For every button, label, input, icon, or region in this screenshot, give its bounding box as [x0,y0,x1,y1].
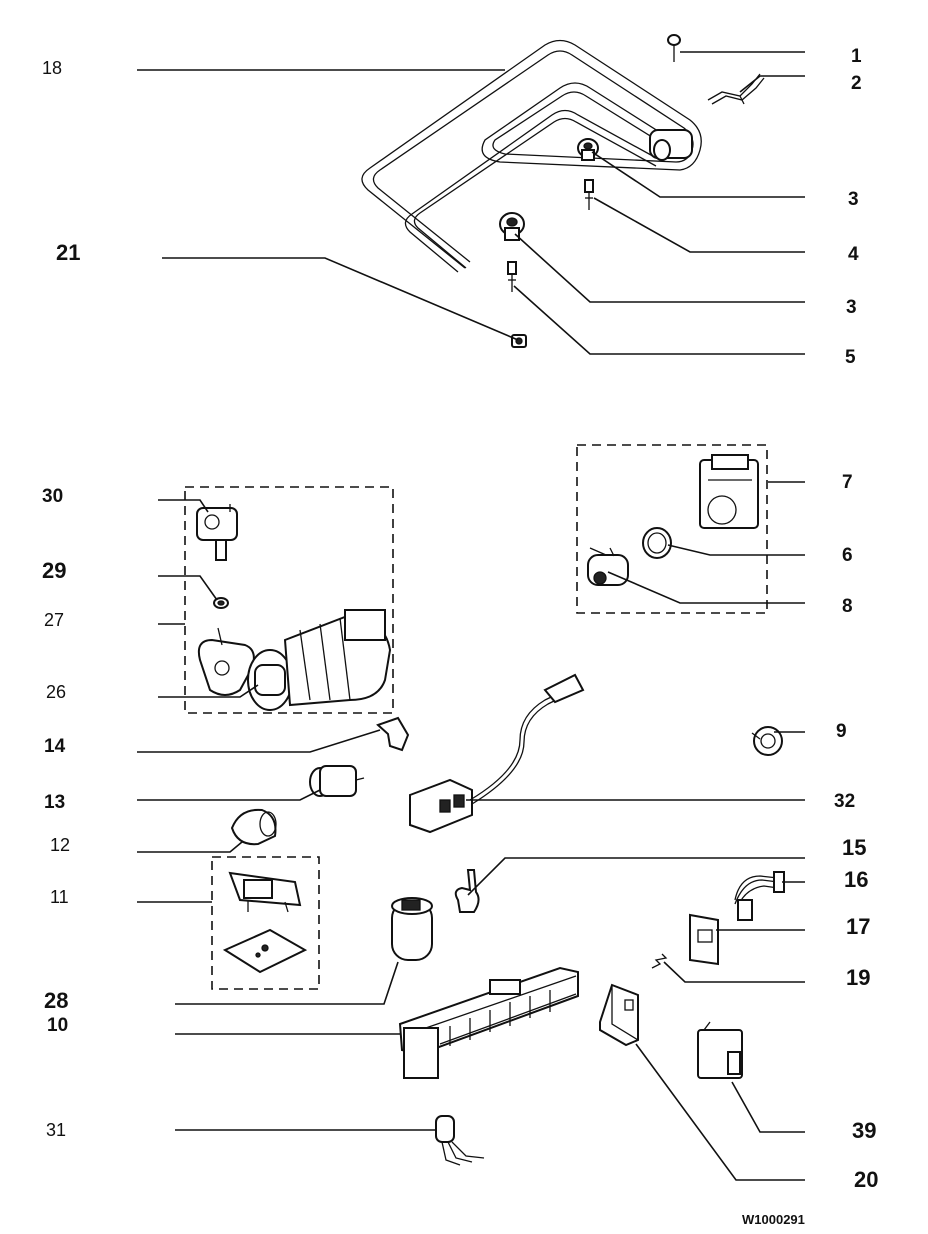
callout-9: 9 [836,721,847,742]
callout-30: 30 [42,486,63,507]
suppressor-part-31 [435,1115,485,1166]
capacitor-part-28 [391,897,433,961]
screw-part-1 [667,34,681,62]
callout-13: 13 [44,792,65,813]
control-board-part-17 [689,913,719,966]
relay-part-39 [697,1021,743,1079]
callout-20: 20 [854,1167,878,1192]
callout-39: 39 [852,1118,876,1143]
callout-4: 4 [848,244,859,265]
callout-3-lower: 3 [846,297,857,318]
callout-26: 26 [46,682,66,702]
callout-14: 14 [44,736,66,757]
capsule-part-12 [230,808,277,846]
terminal-block-part-10 [398,966,579,1079]
callout-19: 19 [846,965,870,990]
callout-12: 12 [50,835,70,855]
callout-3-upper: 3 [848,189,859,210]
drain-pump-part-7 [699,454,759,529]
stud-part-4 [584,179,594,210]
terminal-block-slots [449,990,551,1046]
spring-part-19 [651,953,668,969]
callout-1: 1 [851,46,862,67]
stud-part-5 [507,261,517,292]
wire-harness-part-16 [734,871,785,921]
grommet-part-3-upper [577,138,599,161]
valve-part-8 [587,547,629,586]
pump-housing-part-27 [197,627,255,696]
callout-2: 2 [851,73,862,94]
callout-5: 5 [845,347,856,368]
callout-8: 8 [842,596,853,617]
callout-6: 6 [842,545,853,566]
circulation-pump-motor-part-26 [247,609,392,711]
switch-group-box [211,856,320,990]
callout-7: 7 [842,472,853,493]
seal-ring-part-6 [642,527,672,559]
callout-31: 31 [46,1120,66,1140]
callout-21: 21 [56,240,80,265]
callout-27: 27 [44,610,64,630]
cap-part-9 [751,726,783,756]
motor-part-13 [309,765,365,797]
callout-16: 16 [844,867,868,892]
drain-pump-group-box [576,444,768,614]
callout-32: 32 [834,791,855,812]
pump-assembly-group-box [184,486,394,714]
washer-part-29 [213,597,229,609]
callout-28: 28 [44,988,68,1013]
callout-15: 15 [842,835,866,860]
nut-part-21 [511,334,527,348]
power-cord-part-32 [409,673,585,834]
callout-11: 11 [50,887,69,907]
diagram-reference-code: W1000291 [742,1212,805,1227]
grommet-part-3-lower [499,212,525,241]
callout-29: 29 [42,558,66,583]
switch-part-11 [222,871,308,974]
leader-lines [137,51,805,1181]
callout-labels: 1 2 3 4 3 5 18 21 30 29 27 26 7 6 8 9 14… [42,46,878,1227]
pressure-switch-part-30 [196,504,238,561]
callout-10: 10 [47,1015,68,1036]
clip-part-14 [376,716,410,752]
callout-18: 18 [42,58,62,78]
callout-17: 17 [846,914,870,939]
heating-element [361,39,702,273]
bracket-part-20 [599,983,639,1047]
cable-tie-part-15 [454,869,480,913]
